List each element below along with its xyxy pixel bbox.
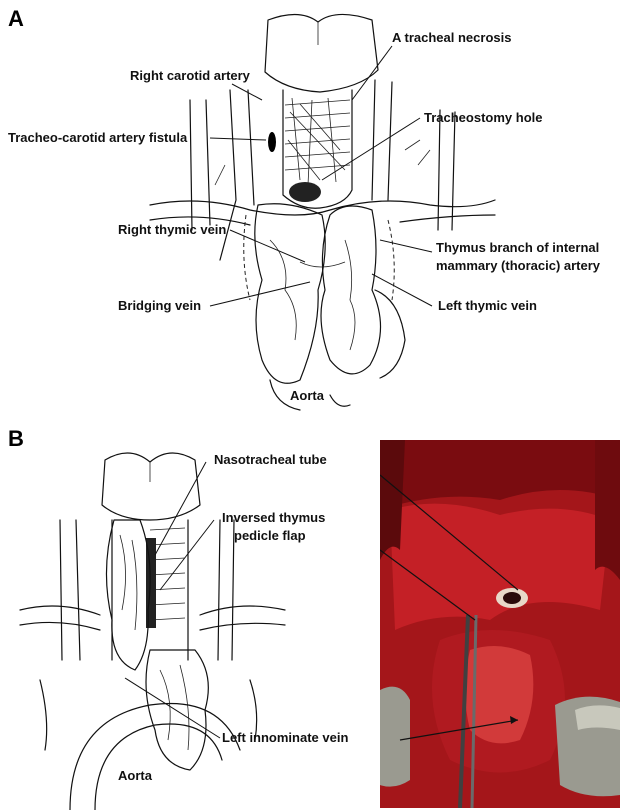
label-left-thymic-vein: Left thymic vein (438, 298, 537, 314)
panel-b: B (0, 420, 623, 810)
label-right-carotid-artery: Right carotid artery (130, 68, 250, 84)
larynx-shape (265, 14, 378, 92)
surgical-photo (380, 440, 620, 808)
trachea (283, 90, 352, 208)
larynx-shape-b (102, 453, 200, 520)
label-inversed-thymus-line2: pedicle flap (234, 528, 306, 544)
label-tracheo-carotid-fistula: Tracheo-carotid artery fistula (8, 130, 187, 146)
thymus-right-lobe (255, 204, 325, 384)
label-tracheostomy-hole: Tracheostomy hole (424, 110, 542, 126)
label-aorta-b: Aorta (118, 768, 152, 784)
label-aorta-a: Aorta (290, 388, 324, 404)
label-bridging-vein: Bridging vein (118, 298, 201, 314)
label-inversed-thymus-line1: Inversed thymus (222, 510, 325, 526)
label-thymus-branch-line2: mammary (thoracic) artery (436, 258, 600, 274)
panel-a-illustration (0, 0, 623, 420)
thymus-flap (106, 520, 150, 670)
label-left-innominate-vein: Left innominate vein (222, 730, 348, 746)
tube-shape (146, 538, 156, 628)
panel-a: A (0, 0, 623, 420)
label-right-thymic-vein: Right thymic vein (118, 222, 226, 238)
tracheostomy-hole-shape (289, 182, 321, 202)
label-tracheal-necrosis: A tracheal necrosis (392, 30, 511, 46)
label-nasotracheal-tube: Nasotracheal tube (214, 452, 327, 468)
fistula-mark (268, 132, 276, 152)
surgical-photo-drawing (380, 440, 620, 808)
thymus-inverted (146, 650, 208, 770)
label-thymus-branch-line1: Thymus branch of internal (436, 240, 599, 256)
panel-b-illustration (0, 420, 380, 810)
